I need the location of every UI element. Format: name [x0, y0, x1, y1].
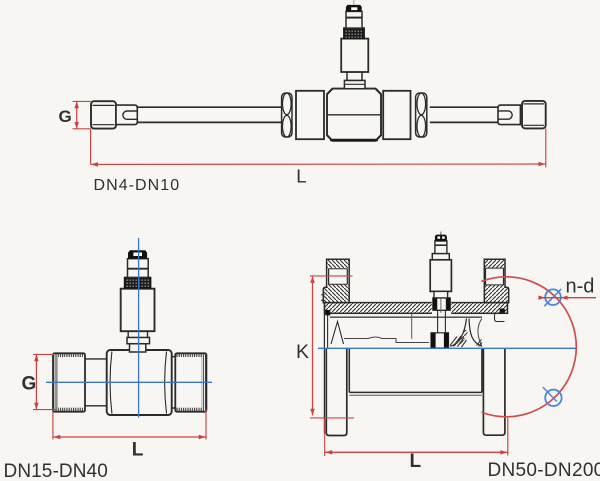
svg-text:n-d: n-d	[566, 276, 595, 298]
svg-text:G: G	[59, 107, 72, 126]
svg-text:L: L	[132, 440, 144, 461]
svg-text:DN50-DN200: DN50-DN200	[488, 460, 600, 481]
svg-text:DN15-DN40: DN15-DN40	[4, 461, 108, 481]
svg-text:K: K	[296, 341, 309, 363]
svg-text:DN4-DN10: DN4-DN10	[94, 177, 181, 194]
svg-text:L: L	[296, 166, 306, 187]
svg-text:L: L	[410, 451, 422, 472]
svg-text:G: G	[22, 374, 37, 395]
